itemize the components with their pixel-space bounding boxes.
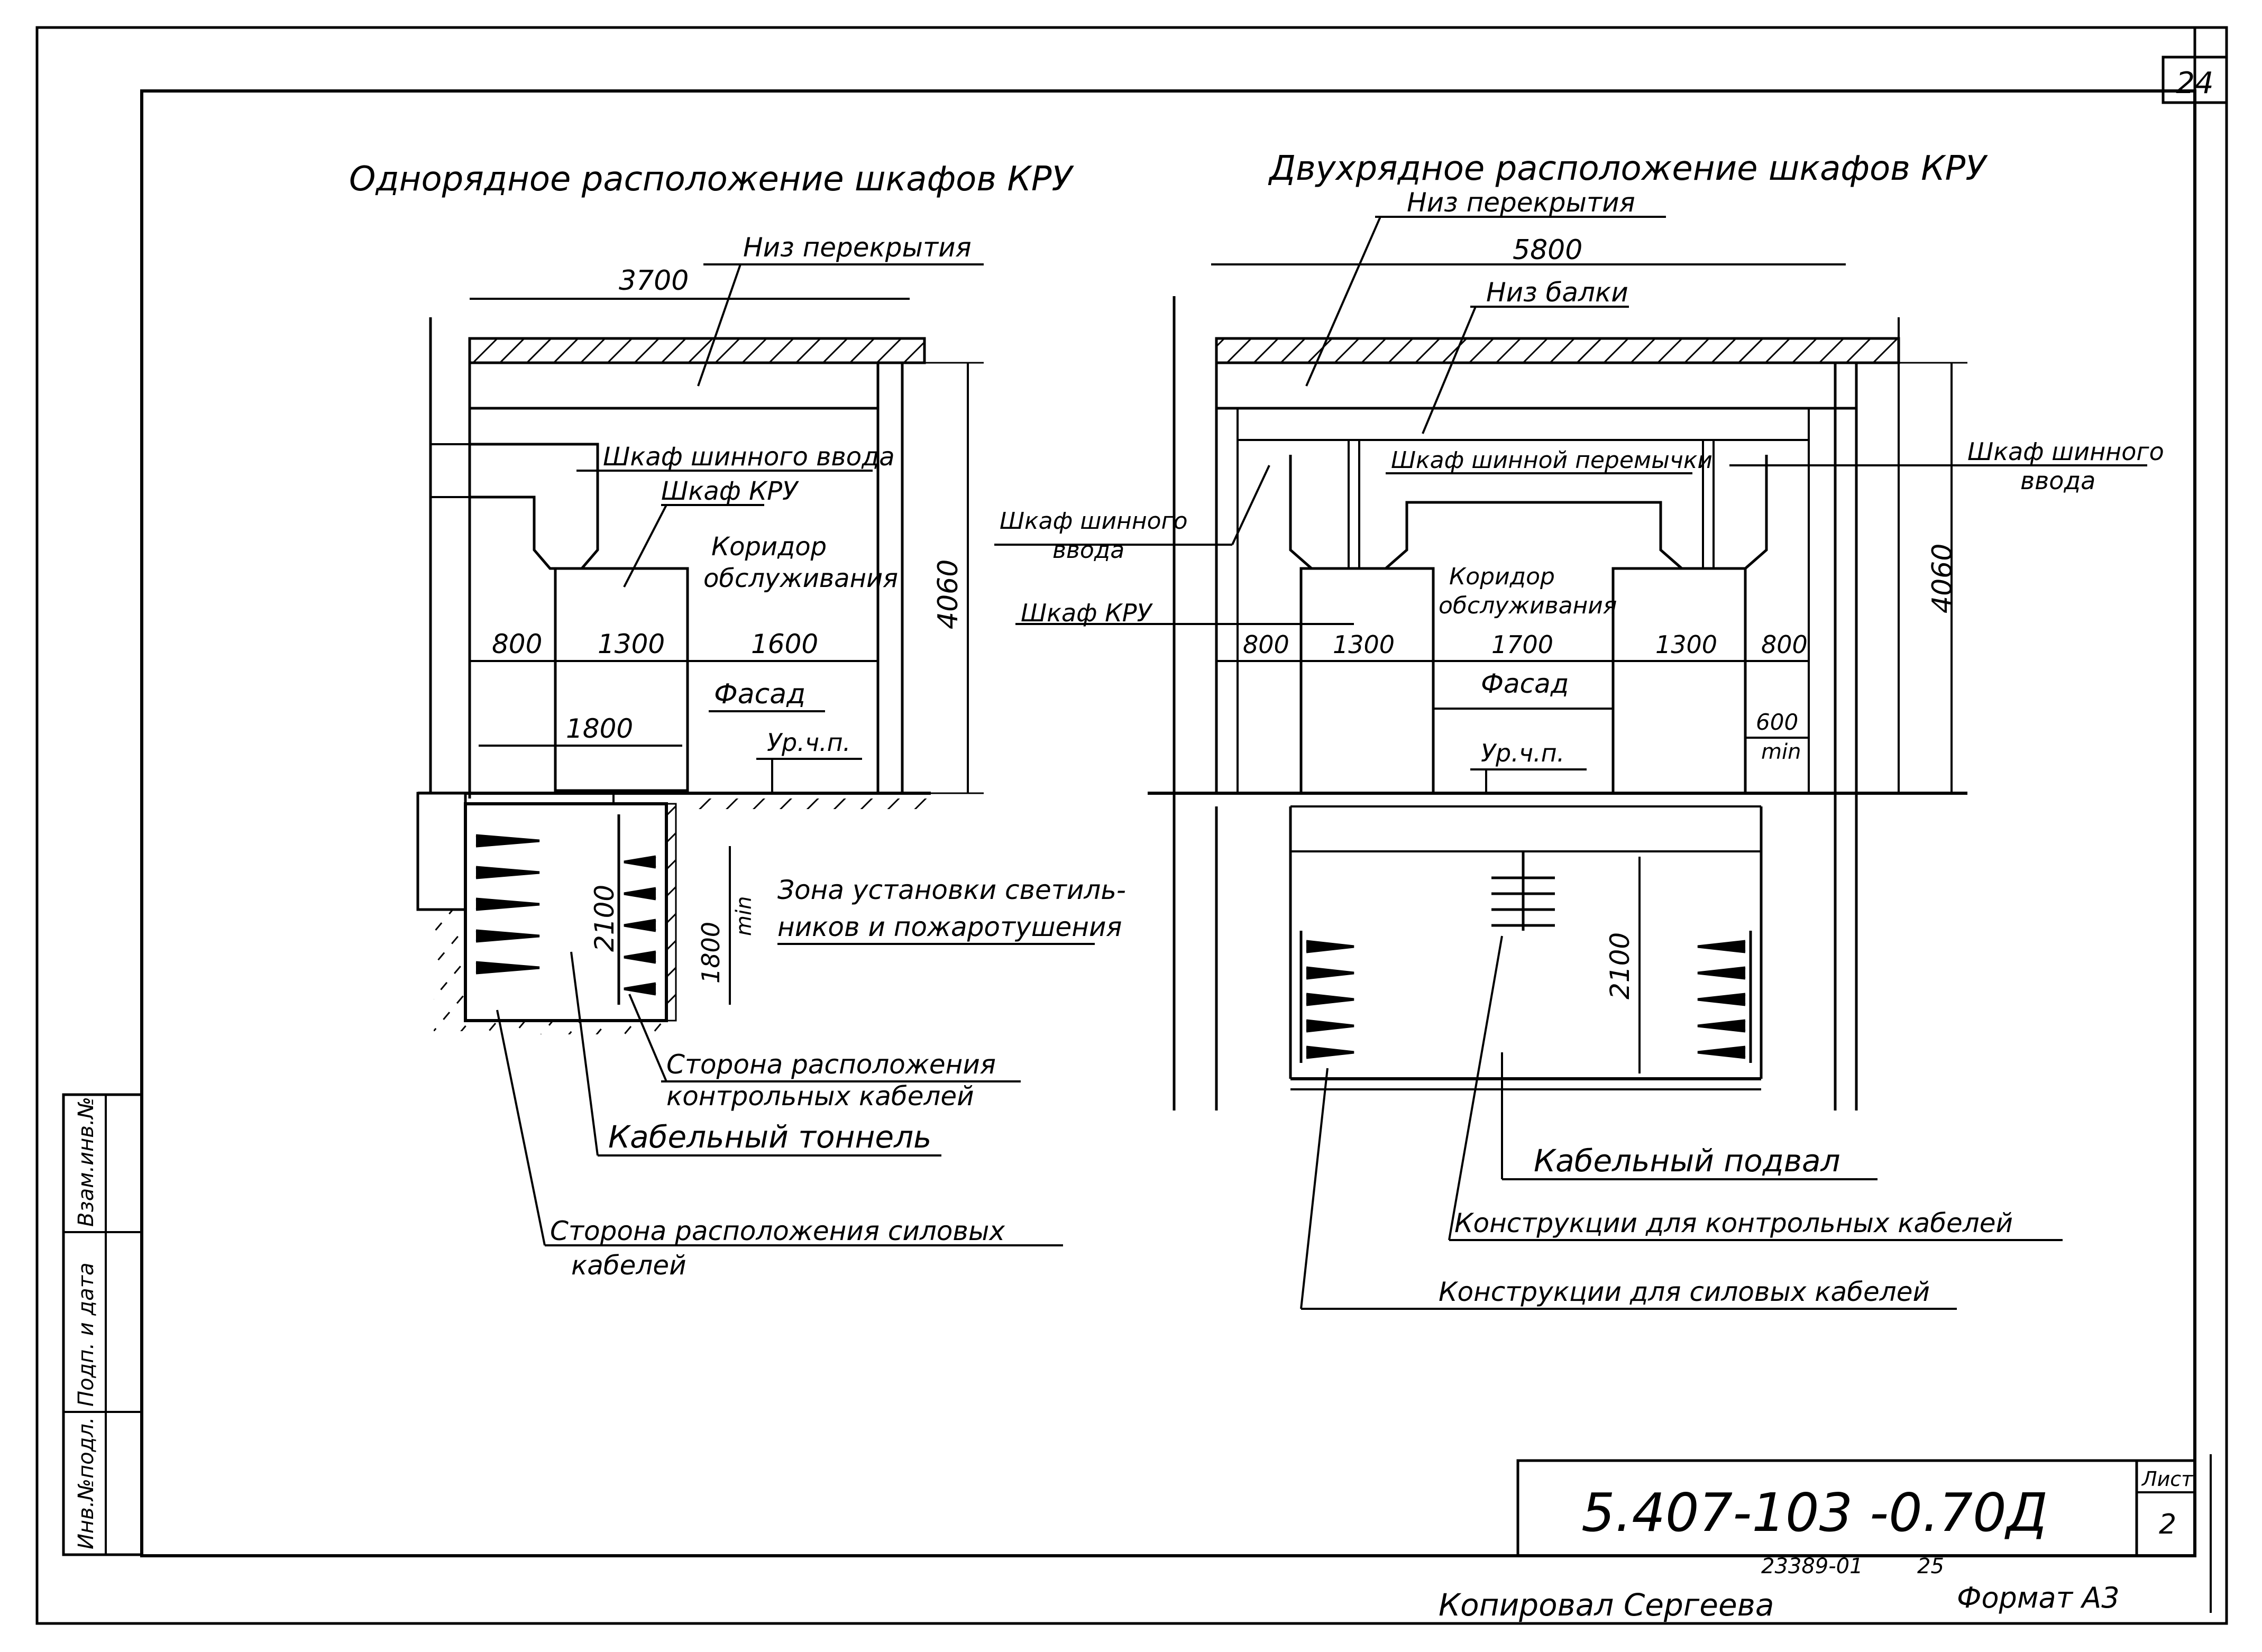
left-dim-1800: 1800 xyxy=(566,713,633,744)
left-control-side-1: Сторона расположения xyxy=(666,1049,996,1080)
left-power-cable-shelves xyxy=(475,834,540,975)
left-cable-tunnel-label: Кабельный тоннель xyxy=(608,1119,931,1155)
left-corridor-2: обслуживания xyxy=(703,564,898,593)
right-beam-underside: Низ балки xyxy=(1486,277,1628,308)
left-corridor-1: Коридор xyxy=(711,532,827,562)
right-bus-bridge-label: Шкаф шинной перемычки xyxy=(1391,447,1712,474)
right-bus-entry-r1: Шкаф шинного xyxy=(1967,437,2164,466)
paper-format: Формат А3 xyxy=(1957,1581,2120,1614)
left-control-side-2: контрольных кабелей xyxy=(666,1081,974,1112)
right-cellar-height: 2100 xyxy=(1605,932,1635,999)
right-height: 4060 xyxy=(1927,544,1958,613)
left-view: Однорядное расположение шкафов КРУ xyxy=(349,160,1126,1281)
right-power-structures: Конструкции для силовых кабелей xyxy=(1439,1277,1930,1307)
document-code: 5.407-103 -0.70Д xyxy=(1581,1482,2048,1544)
left-ceiling-slab xyxy=(468,337,926,364)
left-kru-label: Шкаф КРУ xyxy=(661,476,799,506)
left-dim-800: 800 xyxy=(492,629,542,659)
right-walls xyxy=(1173,296,1900,1110)
right-corridor-2: обслуживания xyxy=(1439,592,1617,619)
stamp-inv-replace: Взам.инв.№ xyxy=(74,1097,98,1227)
right-control-shelves xyxy=(1491,851,1555,931)
left-tunnel-min: 1800 xyxy=(697,922,725,984)
right-bus-entry-l1: Шкаф шинного xyxy=(1000,508,1188,535)
right-control-structures: Конструкции для контрольных кабелей xyxy=(1454,1208,2013,1238)
left-power-side-1: Сторона расположения силовых xyxy=(550,1216,1005,1246)
title-block: 5.407-103 -0.70Д Лист 2 23389-01 25 Копи… xyxy=(1439,1459,2196,1623)
left-bus-entry-cabinet xyxy=(470,443,599,570)
sheet-frame xyxy=(35,26,2228,1625)
left-tunnel-height: 2100 xyxy=(589,885,620,952)
right-floor-underside: Низ перекрытия xyxy=(1407,187,1635,218)
right-dim-1300-a: 1300 xyxy=(1333,630,1395,659)
right-bus-entry-l2: ввода xyxy=(1052,537,1124,564)
right-power-shelves-right xyxy=(1697,931,1752,1063)
left-floor xyxy=(418,792,931,809)
right-title: Двухрядное расположение шкафов КРУ xyxy=(1268,149,1988,188)
left-power-side-2: кабелей xyxy=(571,1250,686,1281)
right-floor-level: Ур.ч.п. xyxy=(1481,739,1564,767)
left-height: 4060 xyxy=(932,559,964,629)
left-lighting-zone-2: ников и пожаротушения xyxy=(777,912,1122,942)
right-dimensions xyxy=(1216,362,1967,794)
sheet-number: 2 xyxy=(2159,1509,2176,1540)
right-cable-cellar-label: Кабельный подвал xyxy=(1534,1143,1840,1179)
right-view: Двухрядное расположение шкафов КРУ Низ п… xyxy=(994,149,2164,1310)
page-number: 24 xyxy=(2176,66,2213,100)
right-kru-cabinet-left xyxy=(1299,567,1435,795)
right-power-shelves-left xyxy=(1299,931,1354,1063)
copied-by: Копировал Сергеева xyxy=(1439,1587,1774,1623)
page-number-box: 24 xyxy=(2162,56,2228,104)
left-cable-tunnel xyxy=(416,792,677,1034)
stamp-sign-date: Подп. и дата xyxy=(74,1263,98,1407)
left-facade: Фасад xyxy=(714,678,805,710)
left-floor-level: Ур.ч.п. xyxy=(767,728,850,757)
right-corridor-1: Коридор xyxy=(1449,563,1555,590)
right-facade: Фасад xyxy=(1481,668,1569,699)
right-bus-entry-r2: ввода xyxy=(2020,466,2095,495)
right-kru-label: Шкаф КРУ xyxy=(1021,599,1153,627)
left-bus-entry-label: Шкаф шинного ввода xyxy=(603,442,895,472)
sheet-label: Лист xyxy=(2141,1467,2194,1491)
right-dim-1300-b: 1300 xyxy=(1655,630,1717,659)
left-dim-1600: 1600 xyxy=(751,629,818,659)
right-dim-800-b: 800 xyxy=(1761,630,1808,659)
order-page: 25 xyxy=(1917,1554,1944,1578)
left-walls xyxy=(429,317,904,799)
right-dim-800-a: 800 xyxy=(1243,630,1289,659)
right-bus-bridge-cabinet xyxy=(1289,455,1768,570)
left-control-cable-shelves xyxy=(617,814,656,1005)
right-dim-600: 600 xyxy=(1756,709,1798,735)
right-dim-min: min xyxy=(1761,740,1801,764)
left-kru-cabinet xyxy=(554,567,689,792)
right-kru-cabinet-right xyxy=(1611,567,1747,795)
left-lighting-zone-1: Зона установки светиль- xyxy=(777,875,1126,905)
left-title: Однорядное расположение шкафов КРУ xyxy=(349,160,1074,199)
right-ceiling-slab xyxy=(1215,337,1900,364)
side-stamp: Взам.инв.№ Подп. и дата Инв.№подл. xyxy=(62,1093,143,1556)
left-floor-underside: Низ перекрытия xyxy=(743,232,972,263)
left-dimensions xyxy=(470,298,984,794)
right-cable-cellar xyxy=(1215,806,1763,1110)
right-width-total: 5800 xyxy=(1513,234,1582,266)
left-dim-1300: 1300 xyxy=(598,629,665,659)
order-number: 23389-01 xyxy=(1761,1554,1863,1578)
right-dim-1700: 1700 xyxy=(1491,630,1553,659)
left-width-total: 3700 xyxy=(619,265,689,297)
stamp-inv-orig: Инв.№подл. xyxy=(74,1417,98,1549)
left-tunnel-min-suffix: min xyxy=(732,896,756,936)
